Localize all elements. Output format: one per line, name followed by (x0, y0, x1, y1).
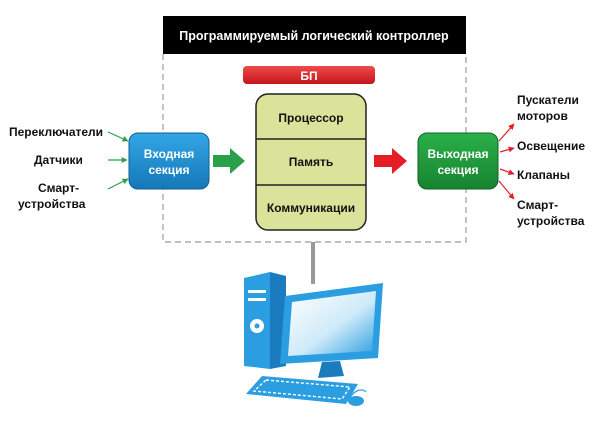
computer-keyboard (246, 376, 358, 404)
processor-label: Процессор (278, 111, 343, 125)
output-label-lighting: Освещение (517, 139, 585, 153)
input-label-smart-2: устройства (18, 197, 86, 211)
output-label-valves: Клапаны (517, 168, 570, 182)
input-label-switches: Переключатели (9, 125, 103, 139)
computer-connector (311, 242, 315, 284)
input-label-sensors: Датчики (34, 153, 83, 167)
output-label-smart-2: устройства (517, 214, 585, 228)
plc-title: Программируемый логический контроллер (179, 29, 449, 43)
input-section-block (128, 132, 210, 190)
output-section-line1: Выходная (427, 147, 488, 161)
computer-tower-slot-1 (248, 290, 266, 293)
flow-arrow-out (374, 148, 407, 174)
computer-tower-slot-2 (248, 298, 266, 301)
flow-arrow-in (213, 148, 245, 174)
desktop-computer-icon (244, 272, 383, 406)
output-arrow-motors (498, 123, 515, 142)
output-arrow-smart (498, 180, 515, 200)
output-label-motors-1: Пускатели (517, 93, 579, 107)
communications-label: Коммуникации (267, 201, 355, 215)
input-arrow-smart (107, 178, 129, 190)
memory-label: Память (289, 155, 333, 169)
computer-mouse (348, 396, 364, 406)
power-supply-block (243, 66, 375, 84)
computer-monitor-screen (288, 291, 376, 356)
output-label-smart-1: Смарт- (517, 198, 558, 212)
output-section-line2: секция (437, 163, 478, 177)
computer-keyboard-keys (252, 379, 352, 400)
output-arrow-valves (499, 168, 515, 176)
input-section-line2: секция (148, 163, 189, 177)
computer-monitor-stand (318, 361, 344, 378)
output-label-motors-2: моторов (517, 109, 568, 123)
computer-mouse-cable (349, 389, 367, 399)
input-label-smart-1: Смарт- (38, 181, 79, 195)
input-arrow-switches (107, 131, 129, 142)
input-section-line1: Входная (144, 147, 195, 161)
power-supply-label: БП (300, 69, 317, 83)
computer-tower-disc-center (254, 323, 260, 329)
output-section-block (417, 132, 499, 190)
plc-title-bar (163, 16, 466, 54)
core-block (255, 93, 367, 231)
output-arrow-lighting (499, 146, 515, 153)
